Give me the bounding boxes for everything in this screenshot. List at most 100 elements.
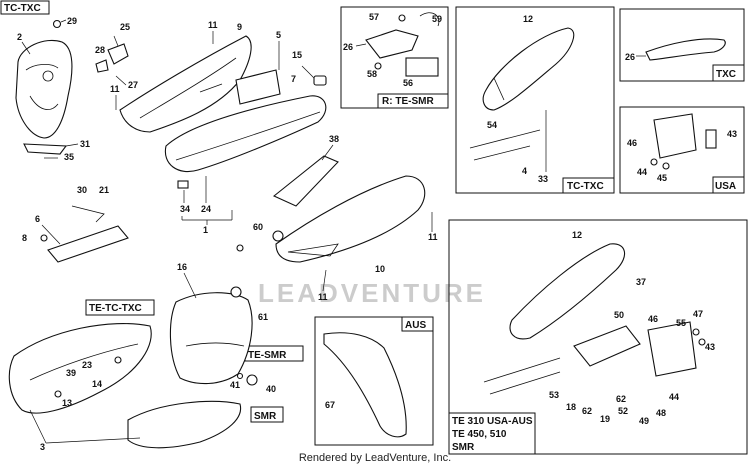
label-2: 2 [17,32,22,42]
label-43b: 43 [705,342,715,352]
seat-part [164,95,327,189]
airbox-cover-5-part [235,69,281,105]
label-58: 58 [367,69,377,79]
label-9: 9 [237,22,242,32]
label-47: 47 [693,309,703,319]
credit-line: Rendered by LeadVenture, Inc. [298,452,452,464]
label-8: 8 [22,233,27,243]
label-4: 4 [522,166,527,176]
te310-rear-fender-part [483,243,626,395]
label-23: 23 [82,360,92,370]
label-48: 48 [656,408,666,418]
label-55: 55 [676,318,686,328]
label-11b: 11 [208,20,218,30]
box-title-r-te-smr: R: TE-SMR [382,96,434,107]
label-31: 31 [80,139,90,149]
plate-38-part [272,155,339,207]
front-fender-3-part [8,323,152,414]
label-5: 5 [276,30,281,40]
label-43a: 43 [727,129,737,139]
label-1: 1 [203,225,208,235]
side-plate-10-part [275,175,426,263]
label-11d: 11 [318,292,328,302]
label-15: 15 [292,50,302,60]
frame-tc-txc-tail: TC-TXC [455,6,615,194]
watermark: LEADVENTURE [258,278,486,308]
box-title-tc-txc-tail: TC-TXC [567,181,604,192]
label-53: 53 [549,390,559,400]
label-39: 39 [66,368,76,378]
label-26a: 26 [343,42,353,52]
label-26b: 26 [625,52,635,62]
label-67: 67 [325,400,335,410]
box-title-txc: TXC [716,69,736,80]
label-6: 6 [35,214,40,224]
label-29: 29 [67,16,77,26]
box-title-te310-line3: SMR [452,442,475,453]
frame-te310: TE 310 USA-AUS TE 450, 510 SMR [448,219,748,455]
box-title-te-smr: TE-SMR [248,350,287,361]
label-37: 37 [636,277,646,287]
te310-plate-holder-part [573,321,706,377]
label-3: 3 [40,442,45,452]
label-57: 57 [369,12,379,22]
filler-cap-61-part [272,230,284,242]
label-49: 49 [639,416,649,426]
label-34: 34 [180,204,190,214]
label-12b: 12 [572,230,582,240]
frame-r-te-smr: R: TE-SMR [340,6,449,109]
label-18: 18 [566,402,576,412]
box-title-aus: AUS [405,320,426,331]
label-50: 50 [614,310,624,320]
label-38: 38 [329,134,339,144]
tank-small-parts-40-41 [236,372,258,386]
label-44b: 44 [669,392,679,402]
label-21: 21 [99,185,109,195]
inset-txc-part [636,38,726,61]
label-16: 16 [177,262,187,272]
label-46b: 46 [648,314,658,324]
box-title-smr: SMR [254,411,277,422]
bolt-29-part [52,19,67,29]
label-40: 40 [266,384,276,394]
box-title-te-tc-txc: TE-TC-TXC [89,303,142,314]
label-30: 30 [77,185,87,195]
bracket-31-part [23,143,79,159]
label-19: 19 [600,414,610,424]
frame-txc: TXC [619,8,745,82]
label-56: 56 [403,78,413,88]
label-7: 7 [291,74,296,84]
label-62a: 62 [582,406,592,416]
label-11c: 11 [428,232,438,242]
smr-front-fender-part [127,400,242,449]
label-62b: 62 [616,394,626,404]
label-28: 28 [95,45,105,55]
frame-usa: USA [619,106,745,194]
label-61: 61 [258,312,268,322]
label-44a: 44 [637,167,647,177]
cap-15-part [301,65,327,86]
box-title-te310-line1: TE 310 USA-AUS [452,416,533,427]
labels: 29 2 25 28 27 11 31 35 11 9 5 15 7 38 34… [17,12,737,452]
frame-smr: SMR [250,406,284,423]
label-25: 25 [120,22,130,32]
label-52: 52 [618,406,628,416]
label-10: 10 [375,264,385,274]
inset-usa-plate-part [650,113,717,170]
label-46a: 46 [627,138,637,148]
label-41: 41 [230,380,240,390]
label-11a: 11 [110,84,120,94]
aus-fender-67-part [323,332,407,438]
label-24: 24 [201,204,211,214]
label-33: 33 [538,174,548,184]
box-title-usa: USA [715,181,736,192]
label-60: 60 [253,222,263,232]
label-45: 45 [657,173,667,183]
bracket-25-part [95,35,129,73]
label-54: 54 [487,120,497,130]
frame-tc-txc-top: TC-TXC [0,0,50,15]
label-35: 35 [64,152,74,162]
frame-te-smr: TE-SMR [244,345,304,362]
